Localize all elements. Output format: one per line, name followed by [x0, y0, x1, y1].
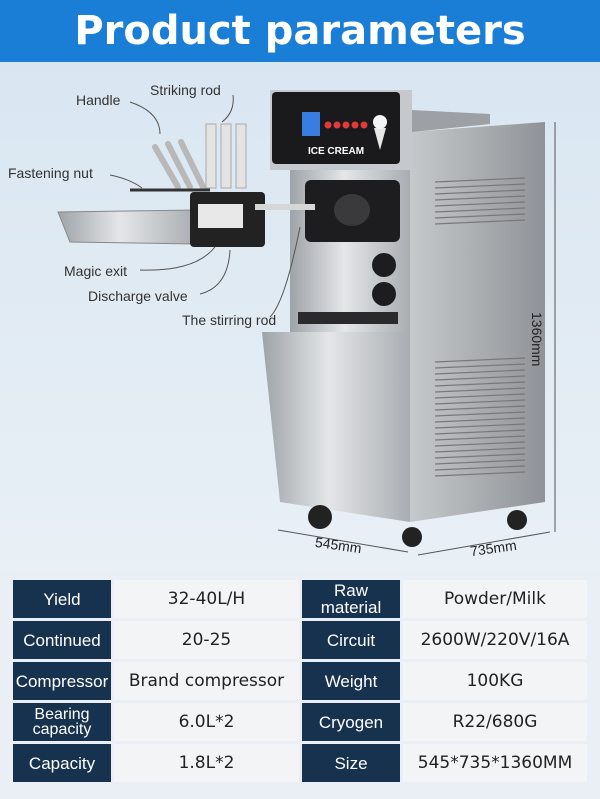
- spec-label: Capacity: [13, 744, 111, 782]
- spec-label: Cryogen: [302, 703, 400, 741]
- spec-label: Compressor: [13, 662, 111, 700]
- spec-value: 20-25: [114, 621, 299, 659]
- control-buttons: [324, 121, 368, 129]
- exploded-stirring-rod: [255, 204, 315, 210]
- spec-row: Compressor Brand compressor Weight 100KG: [13, 662, 587, 700]
- spec-label: Size: [302, 744, 400, 782]
- side-vents: [434, 177, 526, 477]
- ice-cream-machine-illustration: ICE CREAM: [57, 90, 556, 556]
- dimension-height: 1360mm: [529, 312, 545, 367]
- callout-lines: [109, 94, 301, 318]
- callout-discharge-valve: Discharge valve: [88, 288, 188, 304]
- spec-value: R22/680G: [403, 703, 587, 741]
- wheels: [308, 505, 527, 547]
- exploded-striking-rods: [205, 123, 247, 189]
- callout-fastening-nut: Fastening nut: [8, 165, 93, 181]
- machine-lower-cabinet: [262, 332, 410, 522]
- spec-value: Powder/Milk: [403, 580, 587, 618]
- spec-row: Yield 32-40L/H Raw material Powder/Milk: [13, 580, 587, 618]
- spec-value: 32-40L/H: [114, 580, 299, 618]
- product-image: ICE CREAM: [0, 62, 600, 572]
- callout-striking-rod: Striking rod: [150, 82, 221, 98]
- callout-handle: Handle: [76, 92, 121, 108]
- spec-value: Brand compressor: [114, 662, 299, 700]
- spec-label: Yield: [13, 580, 111, 618]
- drip-tray: [298, 312, 398, 324]
- spec-value: 100KG: [403, 662, 587, 700]
- spec-value: 1.8L*2: [114, 744, 299, 782]
- spec-value: 6.0L*2: [114, 703, 299, 741]
- knob-icon: [372, 282, 396, 306]
- spec-value: 545*735*1360MM: [403, 744, 587, 782]
- spec-label: Raw material: [302, 580, 400, 618]
- spec-label: Bearing capacity: [13, 703, 111, 741]
- page-title: Product parameters: [74, 8, 526, 54]
- knob-icon: [372, 253, 396, 277]
- spec-label: Circuit: [302, 621, 400, 659]
- callout-magic-exit: Magic exit: [64, 263, 128, 279]
- exploded-handles: [152, 139, 206, 190]
- spec-row: Continued 20-25 Circuit 2600W/220V/16A: [13, 621, 587, 659]
- exploded-tray: [57, 209, 196, 245]
- spec-value: 2600W/220V/16A: [403, 621, 587, 659]
- spec-label: Continued: [13, 621, 111, 659]
- spec-row: Capacity 1.8L*2 Size 545*735*1360MM: [13, 744, 587, 782]
- spec-label: Weight: [302, 662, 400, 700]
- dimension-lines: [277, 122, 556, 556]
- spec-row: Bearing capacity 6.0L*2 Cryogen R22/680G: [13, 703, 587, 741]
- callout-stirring-rod: The stirring rod: [182, 312, 277, 328]
- panel-label: ICE CREAM: [308, 146, 364, 157]
- display-screen: [302, 112, 320, 136]
- spec-table: Yield 32-40L/H Raw material Powder/Milk …: [0, 572, 600, 799]
- header-banner: Product parameters: [0, 0, 600, 62]
- ice-cream-cone-icon: [373, 115, 387, 150]
